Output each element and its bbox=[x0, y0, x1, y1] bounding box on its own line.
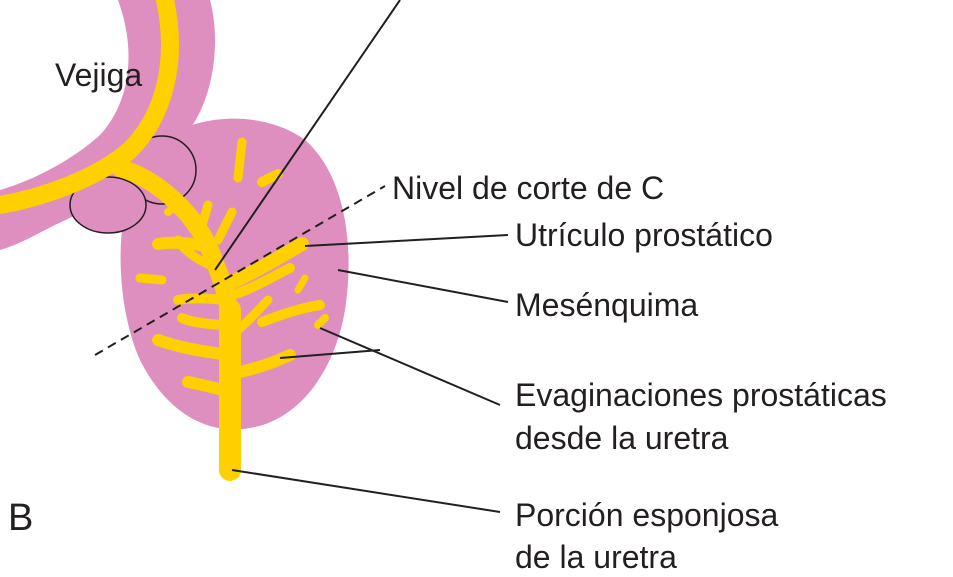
label-porcion-line1: Porción esponjosa bbox=[515, 495, 778, 535]
leader-mesenquima bbox=[338, 270, 508, 302]
label-porcion-line2: de la uretra bbox=[515, 537, 677, 577]
label-vejiga: Vejiga bbox=[55, 55, 142, 95]
bud bbox=[140, 278, 162, 280]
bud bbox=[238, 142, 242, 178]
label-nivel-de-corte: Nivel de corte de C bbox=[392, 168, 664, 208]
bud bbox=[178, 299, 225, 301]
bud bbox=[318, 318, 325, 325]
leader-evaginaciones-a bbox=[320, 328, 500, 405]
label-evaginaciones-line2: desde la uretra bbox=[515, 418, 728, 458]
panel-letter: B bbox=[8, 498, 33, 538]
leader-porcion bbox=[232, 470, 500, 512]
label-utriculo-prostatico: Utrículo prostático bbox=[515, 215, 773, 255]
label-mesenquima: Mesénquima bbox=[515, 285, 698, 325]
label-evaginaciones-line1: Evaginaciones prostáticas bbox=[515, 375, 887, 415]
